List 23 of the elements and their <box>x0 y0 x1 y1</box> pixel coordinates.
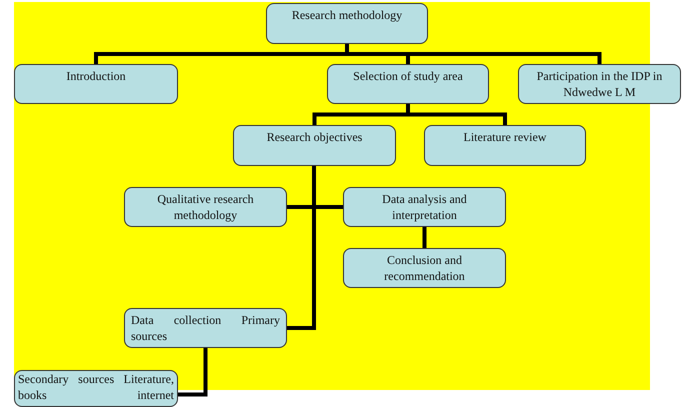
process-box <box>14 64 178 104</box>
box-label: Research methodology <box>290 7 404 24</box>
box-label: Literature review <box>462 129 548 146</box>
box-label: Research objectives <box>266 129 364 146</box>
process-box <box>266 3 428 44</box>
box-label: Conclusion and recommendation <box>383 252 466 284</box>
box-label: Introduction <box>65 68 127 84</box>
connector-line <box>422 227 426 248</box>
process-box <box>233 125 396 166</box>
box-label: Data analysis and interpretation <box>381 191 468 224</box>
process-box <box>518 64 681 104</box>
box-label: Qualitative research methodology <box>156 191 255 224</box>
box-label: Selection of study area <box>352 68 464 84</box>
box-label: Secondary sources Literature, books internet <box>18 372 174 404</box>
process-box <box>124 187 287 227</box>
process-box <box>424 125 586 166</box>
connector-line <box>178 348 208 396</box>
box-label: Participation in the IDP in Ndwedwe L M <box>536 68 664 100</box>
process-box <box>124 308 287 348</box>
box-label: Data collection Primary sources <box>131 312 280 344</box>
process-box <box>327 64 489 104</box>
process-box <box>343 248 506 288</box>
process-box <box>343 187 506 227</box>
